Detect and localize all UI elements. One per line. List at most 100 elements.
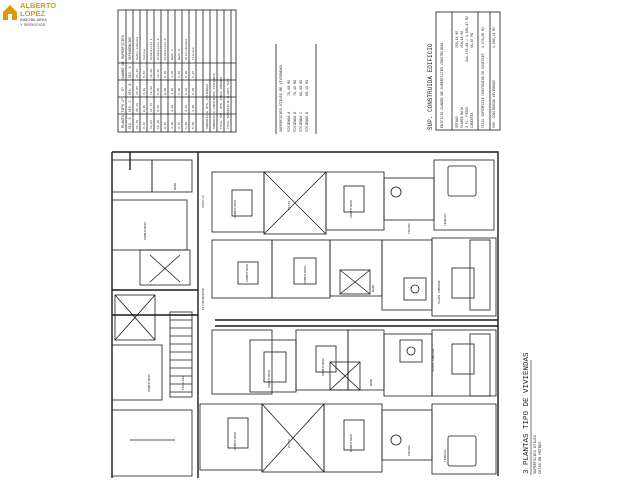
- built-row-label: SÓTANO: [455, 116, 459, 128]
- table-col-c: VIV. C: [128, 100, 132, 112]
- built-row-value: 3x1.278,49 = 3.835,47 M2: [465, 16, 469, 62]
- table-cell: 20,40: [136, 103, 139, 112]
- room-label-dormitorio: DORMITORIO: [322, 358, 325, 376]
- built-surface-heading: SUP. CONSTRUIDA EDIFICIO: [427, 43, 434, 130]
- table-cell: 5,30: [185, 71, 188, 78]
- table-col-b: VIV. B: [128, 83, 132, 95]
- plan-subtitle-1: SUPERFICIES ÚTILES: [533, 435, 538, 474]
- useful-surface-value: 78,45 M2: [294, 80, 298, 96]
- useful-surfaces-box: [275, 44, 317, 134]
- room-labels: DORMITORIO DORMITORIO DORMITORIO DORMITO…: [144, 183, 447, 462]
- built-total-label: TOTAL SUPERFICIE CONSTRUIDA DE EDIFICIO: [481, 53, 485, 128]
- useful-surface-label: VIVIENDA D: [306, 112, 310, 132]
- table-row-label: Distribuidor: [184, 38, 188, 60]
- room-label-dormitorio: DORMITORIO: [148, 374, 151, 392]
- logo-name: ALBERTO LÓPEZ: [20, 2, 56, 18]
- room-label-dormitorio: DORMITORIO: [304, 266, 307, 284]
- room-label-patio: PATIO: [288, 201, 291, 210]
- table-row-label: Baño 1: [170, 49, 174, 60]
- built-row-label: 3 PL. PISOS: [465, 107, 469, 128]
- table-cell: 9,60: [157, 105, 160, 112]
- table-cell: 5,40: [185, 122, 188, 129]
- built-row-label: PLANTA BAJA: [460, 107, 464, 128]
- surfaces-table-rows: DEPENDENCIAS VIV. A VIV. B VIV. C VIV. D…: [128, 36, 230, 129]
- logo-name-line2: LÓPEZ: [20, 9, 46, 18]
- table-cell: 9,40: [143, 88, 146, 95]
- lower-dwelling-block: [199, 329, 497, 475]
- table-total-label: TOTAL SUP. ÚTIL ZONAS COMUNES: [219, 77, 223, 129]
- room-label-salon: SALÓN COMEDOR: [431, 348, 435, 372]
- table-cell: 8,20: [143, 105, 146, 112]
- table-cell: 5,15: [185, 88, 188, 95]
- table-cell: 3,70: [178, 122, 181, 129]
- logo-tagline: INMOBILIARIA Y SERVICIOS: [20, 17, 47, 27]
- table-cell: 10,40: [157, 120, 160, 129]
- table-cell: 23,85: [136, 86, 139, 95]
- table-total-label: SUPERFICIE CONSTRUIDA VIVIENDAS: [213, 73, 216, 129]
- table-cell: 9,10: [164, 71, 167, 78]
- table-cell: 8,80: [164, 88, 167, 95]
- company-logo: ALBERTO LÓPEZ INMOBILIARIA Y SERVICIOS: [0, 0, 64, 38]
- built-total-value: 1.170,00 M2: [481, 27, 485, 48]
- built-dwellings-label: SUP. CONSTRUIDA VIVIENDAS: [492, 80, 496, 128]
- table-cell: 4,65: [185, 105, 188, 112]
- table-row-label: Salón-Comedor: [135, 36, 139, 60]
- useful-surface-value: 80,15 M2: [306, 80, 310, 96]
- table-cell: 12,90: [150, 86, 153, 95]
- built-row-value: 256,14 M2: [455, 31, 459, 48]
- table-cell: 10,15: [157, 69, 160, 78]
- room-label-dormitorio: DORMITORIO: [246, 264, 249, 282]
- room-label-dormitorio: DORMITORIO: [234, 432, 237, 450]
- room-label-salon: SALÓN COMEDOR: [437, 280, 441, 304]
- built-surface-subheading: EDIFICIO CUADRO DE SUPERFICIES CONSTRUID…: [441, 43, 445, 128]
- built-row-label: CUBIERTA: [470, 113, 474, 128]
- built-surface-box: [435, 11, 501, 131]
- built-dwellings-value: 1.000,24 M2: [492, 27, 496, 48]
- room-label-bano: BAÑO: [173, 183, 177, 190]
- table-cell: 11,75: [150, 103, 153, 112]
- built-surface-list: SUP. CONSTRUIDA EDIFICIO EDIFICIO CUADRO…: [427, 16, 496, 130]
- room-label-bano: BAÑO: [371, 285, 375, 292]
- useful-surface-value: 69,60 M2: [300, 80, 304, 96]
- room-label-pasillo: PASILLO: [202, 195, 205, 208]
- useful-surface-label: VIVIENDA B: [294, 112, 298, 132]
- room-label-terraza: TERRAZA: [444, 213, 447, 226]
- built-row-value: 256,14 M2: [460, 31, 464, 48]
- table-cell: 4,30: [171, 105, 174, 112]
- table-cell: 5,45: [192, 71, 195, 78]
- table-cell: 4,55: [171, 71, 174, 78]
- upper-dwelling-block: [211, 159, 497, 317]
- useful-surface-label: VIVIENDA C: [300, 112, 304, 132]
- table-cell: 13,05: [150, 120, 153, 129]
- logo-tagline-line2: Y SERVICIOS: [20, 22, 46, 27]
- table-cell: 9,45: [143, 122, 146, 129]
- table-cell: 5,60: [192, 122, 195, 129]
- table-col-a: VIV. A: [128, 66, 132, 78]
- logo-name-line1: ALBERTO: [20, 1, 57, 10]
- table-row-label: Dormitorio 1: [149, 38, 153, 60]
- table-row-label: Dormitorio 3: [163, 38, 167, 60]
- logo-tagline-line1: INMOBILIARIA: [20, 17, 47, 22]
- table-cell: 24,70: [136, 120, 139, 129]
- table-cell: 24,45: [136, 69, 139, 78]
- room-label-dormitorio: DORMITORIO: [350, 200, 353, 218]
- table-total-label: SUPERFICIE ÚTIL VIVIENDAS: [205, 84, 209, 129]
- table-row-label: Dormitorio 2: [156, 38, 160, 60]
- useful-surface-label: VIVIENDA A: [288, 111, 292, 132]
- room-label-escalera: ESCALERA: [182, 375, 185, 390]
- table-cell: 3,60: [178, 71, 181, 78]
- table-total-label: TOTAL SUPERFICIE PLANTA TIPO: [227, 78, 230, 129]
- room-label-dormitorio: DORMITORIO: [268, 370, 271, 388]
- surfaces-table-title: PLANTA TIPO 1ª - 3ª · CUADRO DE SUPERFIC…: [121, 35, 126, 128]
- table-col-dependencias: DEPENDENCIAS: [128, 37, 132, 60]
- room-label-terraza: TERRAZA: [444, 449, 447, 462]
- surfaces-table: [117, 9, 237, 133]
- room-label-dormitorio: DORMITORIO: [234, 200, 237, 218]
- room-label-patio: PATIO: [288, 439, 291, 448]
- useful-surfaces-list: SUPERFICIES ÚTILES DE VIVIENDAS VIVIENDA…: [279, 65, 310, 132]
- plan-title-block: 3 PLANTAS TIPO DE VIVIENDAS SUPERFICIES …: [523, 352, 543, 475]
- table-cell: 9,65: [143, 71, 146, 78]
- room-label-dormitorio: DORMITORIO: [144, 222, 147, 240]
- room-label-dist: DISTRIBUIDOR: [202, 288, 205, 310]
- useful-surfaces-title: SUPERFICIES ÚTILES DE VIVIENDAS: [279, 65, 284, 132]
